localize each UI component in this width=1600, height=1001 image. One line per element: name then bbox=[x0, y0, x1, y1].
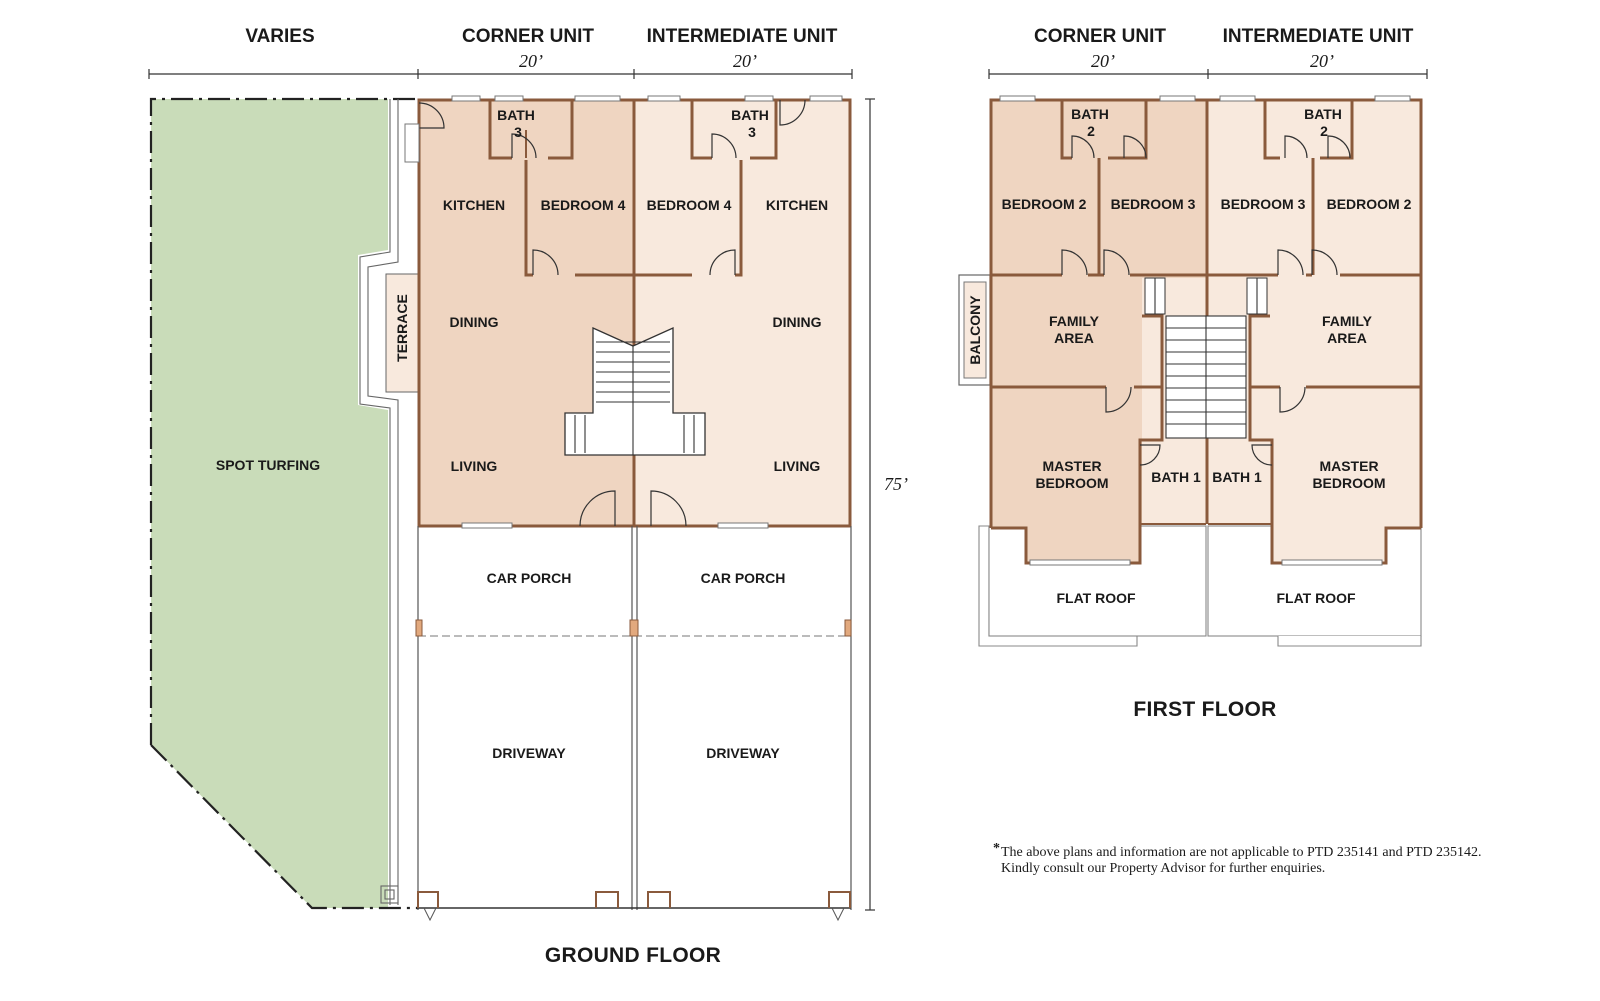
ff-corner-bath-number: 2 bbox=[1087, 123, 1095, 139]
ff-intermediate-flat-roof-label: FLAT ROOF bbox=[1276, 590, 1356, 606]
dimension-depth: 75’ bbox=[884, 474, 908, 494]
gf-intermediate-bath-label: BATH bbox=[731, 107, 769, 123]
ff-corner-master-label: MASTER bbox=[1042, 458, 1101, 474]
dimension-ff-corner-width: 20’ bbox=[1091, 51, 1115, 71]
gf-intermediate-driveway-label: DRIVEWAY bbox=[706, 745, 780, 761]
ff-intermediate-bedroom-3-label: BEDROOM 3 bbox=[1221, 196, 1306, 212]
gf-doors bbox=[418, 99, 806, 527]
spot-turfing-label: SPOT TURFING bbox=[216, 457, 320, 473]
dimension-ff-intermediate-width: 20’ bbox=[1310, 51, 1334, 71]
gf-staircase bbox=[564, 326, 706, 456]
gf-corner-bath-label: BATH bbox=[497, 107, 535, 123]
ground-floor-title: GROUND FLOOR bbox=[545, 944, 721, 967]
note-line-2: Kindly consult our Property Advisor for … bbox=[1001, 861, 1325, 876]
gf-intermediate-car-porch-label: CAR PORCH bbox=[701, 570, 786, 586]
ff-intermediate-unit-interior bbox=[1208, 100, 1421, 563]
balcony-label: BALCONY bbox=[967, 295, 983, 365]
ff-corner-flat-roof-label: FLAT ROOF bbox=[1056, 590, 1136, 606]
balcony-floor bbox=[963, 281, 987, 379]
header-gf-intermediate-unit: INTERMEDIATE UNIT bbox=[647, 26, 838, 47]
gf-corner-kitchen-label: KITCHEN bbox=[443, 197, 505, 213]
gf-corner-bedroom-label: BEDROOM 4 bbox=[541, 197, 626, 213]
gf-corner-car-porch-label: CAR PORCH bbox=[487, 570, 572, 586]
gf-intermediate-dining-label: DINING bbox=[773, 314, 822, 330]
ff-corner-master-bedroom-label: BEDROOM bbox=[1035, 475, 1108, 491]
site-boundary-line bbox=[149, 97, 418, 910]
gf-intermediate-bath-number: 3 bbox=[748, 124, 756, 140]
ff-intermediate-master-bedroom-label: BEDROOM bbox=[1312, 475, 1385, 491]
dimension-gf-corner-width: 20’ bbox=[519, 51, 543, 71]
gf-corner-driveway-label: DRIVEWAY bbox=[492, 745, 566, 761]
ff-intermediate-master-label: MASTER bbox=[1319, 458, 1378, 474]
ff-walls bbox=[989, 98, 1423, 565]
dimension-line-depth bbox=[865, 98, 875, 911]
header-ff-intermediate-unit: INTERMEDIATE UNIT bbox=[1223, 26, 1414, 47]
gf-corner-bath-number: 3 bbox=[514, 124, 522, 140]
header-varies: VARIES bbox=[245, 26, 314, 47]
ff-corner-family-area-label: AREA bbox=[1054, 330, 1094, 346]
gf-intermediate-living-label: LIVING bbox=[774, 458, 821, 474]
gf-corner-dining-label: DINING bbox=[450, 314, 499, 330]
gf-intermediate-kitchen-label: KITCHEN bbox=[766, 197, 828, 213]
ff-intermediate-family-label: FAMILY bbox=[1322, 313, 1373, 329]
note-asterisk: * bbox=[993, 841, 1000, 856]
side-walkway bbox=[359, 99, 399, 905]
ff-staircase bbox=[1144, 277, 1268, 439]
ff-corner-bedroom-3-label: BEDROOM 3 bbox=[1111, 196, 1196, 212]
ff-intermediate-bath-label: BATH bbox=[1304, 106, 1342, 122]
dimension-gf-intermediate-width: 20’ bbox=[733, 51, 757, 71]
first-floor-title: FIRST FLOOR bbox=[1133, 698, 1276, 721]
gf-corner-living-label: LIVING bbox=[451, 458, 498, 474]
gf-porch-driveway-outline bbox=[415, 526, 852, 922]
ff-windows bbox=[999, 95, 1411, 566]
header-gf-corner-unit: CORNER UNIT bbox=[462, 26, 594, 47]
terrace-area bbox=[385, 273, 419, 393]
ff-intermediate-family-area-label: AREA bbox=[1327, 330, 1367, 346]
ff-corner-bath-label: BATH bbox=[1071, 106, 1109, 122]
terrace-label: TERRACE bbox=[394, 294, 410, 362]
spot-turfing-area bbox=[151, 99, 388, 908]
ff-corner-bath-1-label: BATH 1 bbox=[1151, 469, 1201, 485]
ff-intermediate-bath-number: 2 bbox=[1320, 123, 1328, 139]
ff-doors bbox=[1061, 135, 1351, 466]
ff-corner-bedroom-2-label: BEDROOM 2 bbox=[1002, 196, 1087, 212]
dimension-line-first bbox=[988, 69, 1428, 79]
ff-corner-family-label: FAMILY bbox=[1049, 313, 1100, 329]
gf-intermediate-bedroom-label: BEDROOM 4 bbox=[647, 197, 732, 213]
ff-intermediate-bedroom-2-label: BEDROOM 2 bbox=[1327, 196, 1412, 212]
dimension-line-ground bbox=[148, 69, 853, 79]
gf-windows bbox=[404, 95, 843, 529]
note-line-1: The above plans and information are not … bbox=[1001, 845, 1482, 860]
ff-intermediate-bath-1-label: BATH 1 bbox=[1212, 469, 1262, 485]
header-ff-corner-unit: CORNER UNIT bbox=[1034, 26, 1166, 47]
